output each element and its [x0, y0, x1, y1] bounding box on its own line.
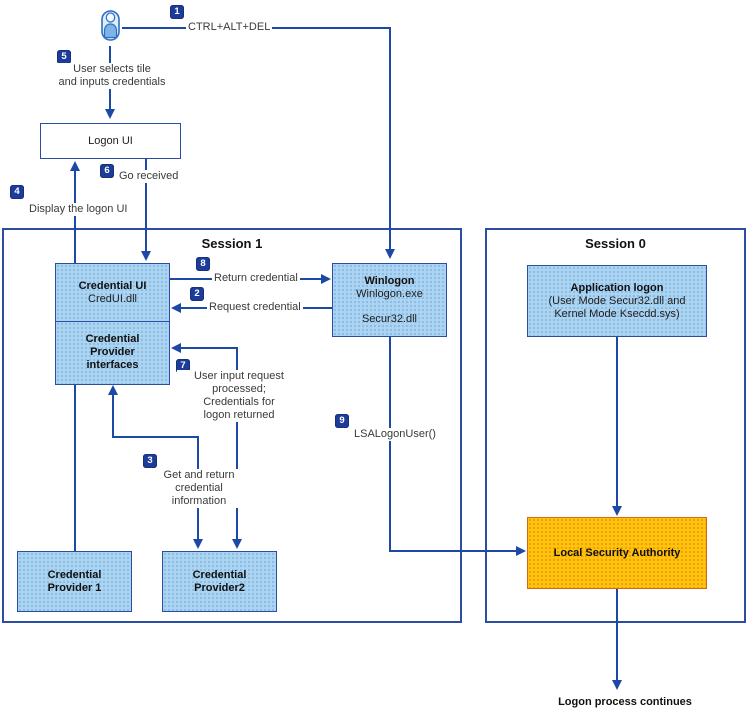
- cpi-line: interfaces: [86, 359, 139, 371]
- label-line: User selects tile: [73, 63, 151, 75]
- session-0-title: Session 0: [585, 236, 646, 251]
- cp1-line: Credential: [47, 568, 102, 581]
- step-3-label: Get and return credential information: [142, 469, 256, 508]
- winlogon-title: Winlogon: [364, 274, 415, 287]
- arrow-applogon-to-lsa: [612, 337, 622, 516]
- winlogon-box: Winlogon Winlogon.exe Secur32.dll: [332, 263, 447, 337]
- step-1-label: CTRL+ALT+DEL: [186, 21, 273, 34]
- application-logon-title: Application logon: [570, 281, 664, 294]
- step-2-badge: 2: [190, 287, 204, 301]
- user-icon: [101, 10, 120, 41]
- label-line: credential: [175, 482, 223, 494]
- label-line: processed;: [212, 383, 266, 395]
- step-4-label: Display the logon UI: [27, 203, 130, 216]
- arrow-lsalogonuser: [389, 337, 526, 556]
- credential-ui-title: Credential UI: [78, 279, 147, 292]
- step-4-badge: 4: [10, 185, 24, 199]
- credential-ui-subtitle: CredUI.dll: [88, 292, 137, 305]
- logon-process-continues-label: Logon process continues: [558, 696, 692, 708]
- step-6-label: Go received: [117, 170, 181, 183]
- credential-ui-box: Credential UI CredUI.dll: [55, 263, 170, 322]
- session-1-container: Session 1: [2, 228, 462, 623]
- label-line: and inputs credentials: [58, 76, 166, 88]
- step-1-badge: 1: [170, 5, 184, 19]
- step-8-badge: 8: [196, 257, 210, 271]
- logon-ui-box: Logon UI: [40, 123, 181, 159]
- arrow-lsa-continues: [612, 589, 622, 690]
- step-6-badge: 6: [100, 164, 114, 178]
- cpi-line: Credential: [85, 333, 140, 345]
- cp2-line: Provider2: [194, 581, 245, 594]
- application-logon-line: Kernel Mode Ksecdd.sys): [554, 307, 680, 320]
- cp2-line: Credential: [192, 568, 247, 581]
- credential-provider-1-box: Credential Provider 1: [17, 551, 132, 612]
- cpi-line: Provider: [90, 346, 135, 358]
- label-line: information: [171, 495, 227, 507]
- lsa-title: Local Security Authority: [553, 546, 681, 559]
- label-line: Credentials for: [203, 396, 275, 408]
- step-3-badge: 3: [143, 454, 157, 468]
- local-security-authority-box: Local Security Authority: [527, 517, 707, 589]
- step-8-label: Return credential: [212, 272, 300, 285]
- winlogon-exe-label: Winlogon.exe: [356, 287, 423, 300]
- cp1-line: Provider 1: [47, 581, 102, 594]
- step-5-badge: 5: [57, 50, 71, 64]
- credential-provider-interfaces-box: Credential Provider interfaces: [55, 320, 170, 385]
- step-7-label: User input request processed; Credential…: [177, 370, 301, 422]
- application-logon-line: (User Mode Secur32.dll and: [548, 294, 686, 307]
- label-line: User input request: [194, 370, 284, 382]
- step-5-label: User selects tile and inputs credentials: [40, 63, 184, 89]
- label-line: logon returned: [203, 409, 275, 421]
- secur32-label: Secur32.dll: [361, 312, 418, 325]
- application-logon-box: Application logon (User Mode Secur32.dll…: [527, 265, 707, 337]
- credential-provider-2-box: Credential Provider2: [162, 551, 277, 612]
- session-1-title: Session 1: [201, 236, 263, 251]
- step-9-badge: 9: [335, 414, 349, 428]
- session-0-container: Session 0: [485, 228, 746, 623]
- logon-ui-label: Logon UI: [88, 134, 133, 147]
- step-9-label: LSALogonUser(): [352, 428, 438, 441]
- step-7-badge: 7: [176, 359, 190, 373]
- label-line: Get and return: [163, 469, 235, 481]
- step-2-label: Request credential: [207, 301, 303, 314]
